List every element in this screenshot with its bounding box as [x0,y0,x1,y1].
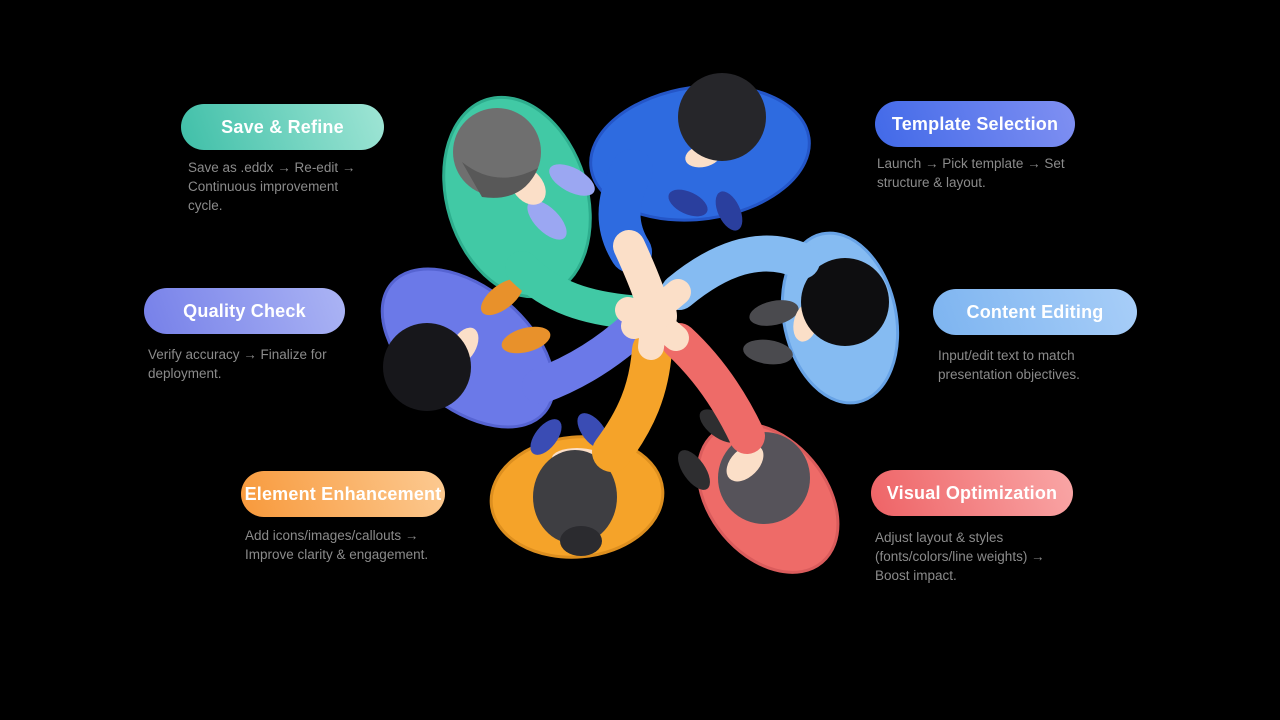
person-blue-shoe-right [715,191,743,231]
person-teal-shoe-right [549,164,595,196]
person-periwinkle [380,267,556,429]
person-blue-hair [678,73,766,161]
person-orange-arm [592,330,672,472]
person-blue-shoe-left [668,189,708,217]
step-desc-element-enhancement: Add icons/images/callouts → Improve clar… [245,528,429,562]
hands-cluster [613,230,691,360]
step-pill-quality-check: Quality Check [144,288,345,334]
step-desc-quality-check: Verify accuracy → Finalize for deploymen… [148,347,327,381]
step-desc-template-selection: Launch → Pick template → Set structure &… [877,156,1065,190]
step-desc-save-refine: Save as .eddx → Re-edit → Continuous imp… [188,160,356,213]
person-periwinkle-arm [522,309,654,404]
step-pill-content-editing: Content Editing [933,289,1137,335]
person-teal-shoe-left [527,200,567,240]
person-orange-hair [533,450,617,544]
person-periwinkle-shoe-top [480,278,524,316]
person-lightblue-arm [661,235,820,310]
person-red-shoe-bottom [678,450,710,490]
person-red [678,409,840,574]
person-red-arm [661,323,765,454]
person-periwinkle-hair [383,323,471,411]
person-orange-shoe-left [530,419,562,455]
step-pill-save-refine: Save & Refine [181,104,384,150]
person-lightblue-shoe-top [749,300,799,326]
person-lightblue-hair [801,258,889,346]
person-teal [442,95,595,299]
step-desc-visual-optimization: Adjust layout & styles (fonts/colors/lin… [875,530,1045,583]
step-pill-element-enhancement: Element Enhancement [241,471,445,517]
person-lightblue-shoe-bottom [743,339,793,365]
arms-layer [505,149,820,472]
person-orange-hair-bun [560,526,602,556]
person-teal-hood-fringe [462,162,538,198]
step-pill-visual-optimization: Visual Optimization [871,470,1073,516]
step-pill-template-selection: Template Selection [875,101,1075,147]
person-teal-arm [505,251,647,329]
person-periwinkle-shoe-bottom [501,326,551,354]
person-red-face [726,444,764,482]
person-blue [589,73,811,231]
step-desc-content-editing: Input/edit text to match presentation ob… [938,348,1080,382]
hand-orange [638,307,667,360]
